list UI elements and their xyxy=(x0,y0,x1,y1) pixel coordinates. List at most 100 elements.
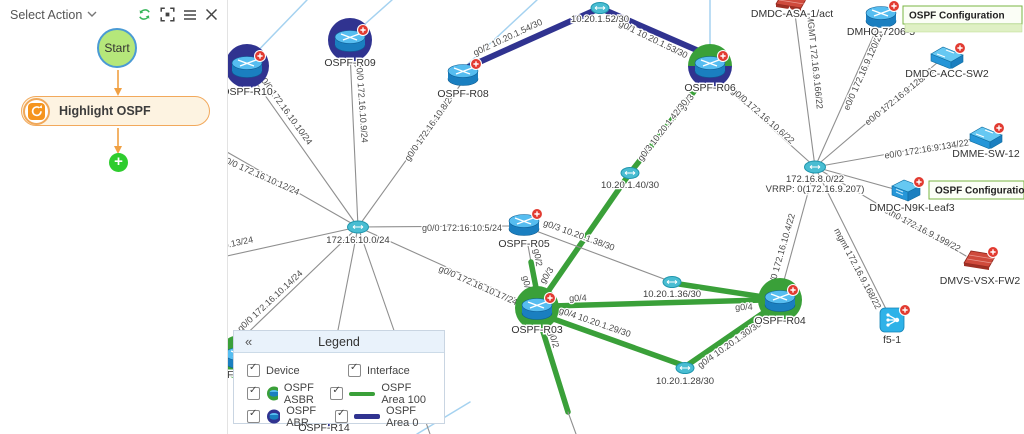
device-label: OSPF-R03 xyxy=(511,324,563,336)
link-thin[interactable] xyxy=(357,83,462,228)
media-node[interactable]: 10.20.1.52/30 xyxy=(570,2,630,26)
media-node-label: 10.20.1.40/30 xyxy=(601,180,659,191)
device-OSPF-R03[interactable]: OSPF-R03 xyxy=(510,286,564,338)
link-label: g0/0 172.16.10.12/24 xyxy=(219,153,301,197)
device-label: DMDC-ACC-SW2 xyxy=(905,68,989,80)
plus-badge-icon xyxy=(253,49,267,63)
collapse-legend-button[interactable]: « xyxy=(245,334,253,349)
link-navy[interactable] xyxy=(463,5,603,71)
media-node-label: 172.16.10.0/24 xyxy=(326,235,389,246)
link-green[interactable] xyxy=(549,297,767,309)
legend-checkbox-ospf-asbr[interactable] xyxy=(247,386,260,400)
device-OSPF-R10[interactable]: OSPF-R10 xyxy=(220,44,274,100)
legend-checkbox-interface[interactable] xyxy=(348,363,361,377)
link-thin[interactable] xyxy=(717,79,816,168)
flow-arrow xyxy=(114,70,122,96)
legend-checkbox-ospf-area-0[interactable] xyxy=(335,409,349,423)
media-node[interactable]: 10.20.1.40/30 xyxy=(600,167,660,192)
link-label: g0/0 172.16.10.9/24 xyxy=(354,63,370,144)
link-thin[interactable] xyxy=(814,27,878,168)
link-lightblue[interactable] xyxy=(467,0,538,65)
action-icon xyxy=(23,97,50,125)
link-thin[interactable] xyxy=(794,13,816,168)
device-f5-1[interactable]: f5-1 xyxy=(879,303,912,348)
device-label: OSPF-R06 xyxy=(684,82,736,94)
fit-screen-icon[interactable] xyxy=(160,7,175,22)
device-OSPF-R05[interactable]: OSPF-R05 xyxy=(497,207,551,252)
ospf-configuration-callout[interactable]: OSPF Configuration xyxy=(928,180,1024,200)
device-OSPF-R06[interactable]: OSPF-R06 xyxy=(683,44,737,96)
link-green[interactable] xyxy=(686,306,772,367)
callout-label: OSPF Configuration xyxy=(935,186,1024,197)
link-thin[interactable] xyxy=(814,166,887,310)
legend-label-ospf-area-100: OSPF Area 100 xyxy=(381,381,426,406)
legend-label-ospf-abr: OSPF ABR xyxy=(286,404,317,429)
link-label: g0/0 172.16.10.14/24 xyxy=(235,268,304,333)
link-thin[interactable] xyxy=(357,225,511,228)
link-thin[interactable] xyxy=(814,166,895,190)
legend-checkbox-ospf-abr[interactable] xyxy=(247,409,260,423)
menu-icon[interactable] xyxy=(183,9,197,21)
link-thin[interactable] xyxy=(226,226,359,257)
link-thin[interactable] xyxy=(535,230,665,280)
link-thin[interactable] xyxy=(233,226,359,347)
media-node-label: 10.20.1.52/30 xyxy=(571,14,629,25)
media-node[interactable]: 10.20.1.28/30 xyxy=(655,362,715,388)
legend-checkbox-ospf-area-100[interactable] xyxy=(330,386,344,400)
device-OSPF-R09[interactable]: OSPF-R09 xyxy=(323,18,377,71)
device-DMDC-ASA-1/act[interactable]: DMDC-ASA-1/act xyxy=(749,0,835,22)
callout-label: OSPF Configuration xyxy=(909,11,1005,22)
link-thin[interactable] xyxy=(349,51,359,228)
device-label: OSPF-R08 xyxy=(437,88,489,100)
link-green[interactable] xyxy=(676,281,767,300)
legend-checkbox-device[interactable] xyxy=(247,363,260,377)
plus-badge-icon xyxy=(912,175,926,189)
refresh-icon[interactable] xyxy=(137,7,152,22)
link-thin[interactable] xyxy=(782,166,816,285)
flow-arrow xyxy=(114,128,122,154)
link-thin[interactable] xyxy=(814,166,967,257)
link-thin[interactable] xyxy=(814,138,973,168)
link-thin[interactable] xyxy=(526,239,532,263)
media-node[interactable]: 172.16.10.0/24 xyxy=(325,220,391,247)
link-green[interactable] xyxy=(545,314,688,369)
plus-badge-icon xyxy=(898,303,912,317)
device-DMDC-N9K-Leaf3[interactable]: DMDC-N9K-Leaf3 xyxy=(868,175,956,216)
link-thin[interactable] xyxy=(357,226,527,304)
link-thin[interactable] xyxy=(567,411,577,434)
link-label: g0/3 10.20.1.42/30 xyxy=(636,97,690,162)
device-DMDC-ACC-SW2[interactable]: DMDC-ACC-SW2 xyxy=(904,41,990,82)
link-green[interactable] xyxy=(537,319,571,415)
link-green[interactable] xyxy=(537,170,633,306)
legend-header[interactable]: « Legend xyxy=(234,331,444,353)
link-navy[interactable] xyxy=(597,5,711,58)
link-label: g0/4 xyxy=(735,302,753,313)
device-OSPF-R08[interactable]: OSPF-R08 xyxy=(436,57,490,102)
device-label: DMDC-N9K-Leaf3 xyxy=(869,202,954,214)
device-DMME-SW-12[interactable]: DMME-SW-12 xyxy=(951,121,1021,162)
add-action-button[interactable] xyxy=(109,153,128,172)
runbook-header: Select Action xyxy=(0,0,227,22)
media-node[interactable]: 10.20.1.36/30 xyxy=(642,276,702,301)
legend-row: OSPF ASBR OSPF Area 100 xyxy=(247,381,436,406)
start-node[interactable]: Start xyxy=(97,28,137,68)
link-thin[interactable] xyxy=(226,151,359,228)
runbook-panel: Select Action Start xyxy=(0,0,228,434)
ospf-abr-icon xyxy=(267,409,281,424)
device-OSPF-R04[interactable]: OSPF-R04 xyxy=(753,278,807,329)
legend-label-ospf-area-0: OSPF Area 0 xyxy=(386,404,419,429)
device-label: DMME-SW-12 xyxy=(952,148,1020,160)
link-green[interactable] xyxy=(627,77,706,176)
device-label: OSPF-R10 xyxy=(221,86,273,98)
link-label: mgmt 172.16.9.168/22 xyxy=(832,226,883,310)
action-node-highlight-ospf[interactable]: Highlight OSPF xyxy=(21,96,210,126)
link-thin[interactable] xyxy=(814,61,939,168)
select-action-dropdown[interactable]: Select Action xyxy=(10,8,97,22)
action-node-label: Highlight OSPF xyxy=(59,104,151,118)
close-icon[interactable] xyxy=(205,8,218,21)
link-thin[interactable] xyxy=(249,73,359,228)
ospf-configuration-callout[interactable]: OSPF Configuration xyxy=(902,5,1023,33)
device-DMVS-VSX-FW2[interactable]: DMVS-VSX-FW2 xyxy=(938,245,1022,289)
device-DMHQ-7206-5[interactable]: DMHQ-7206-5 xyxy=(845,0,917,40)
